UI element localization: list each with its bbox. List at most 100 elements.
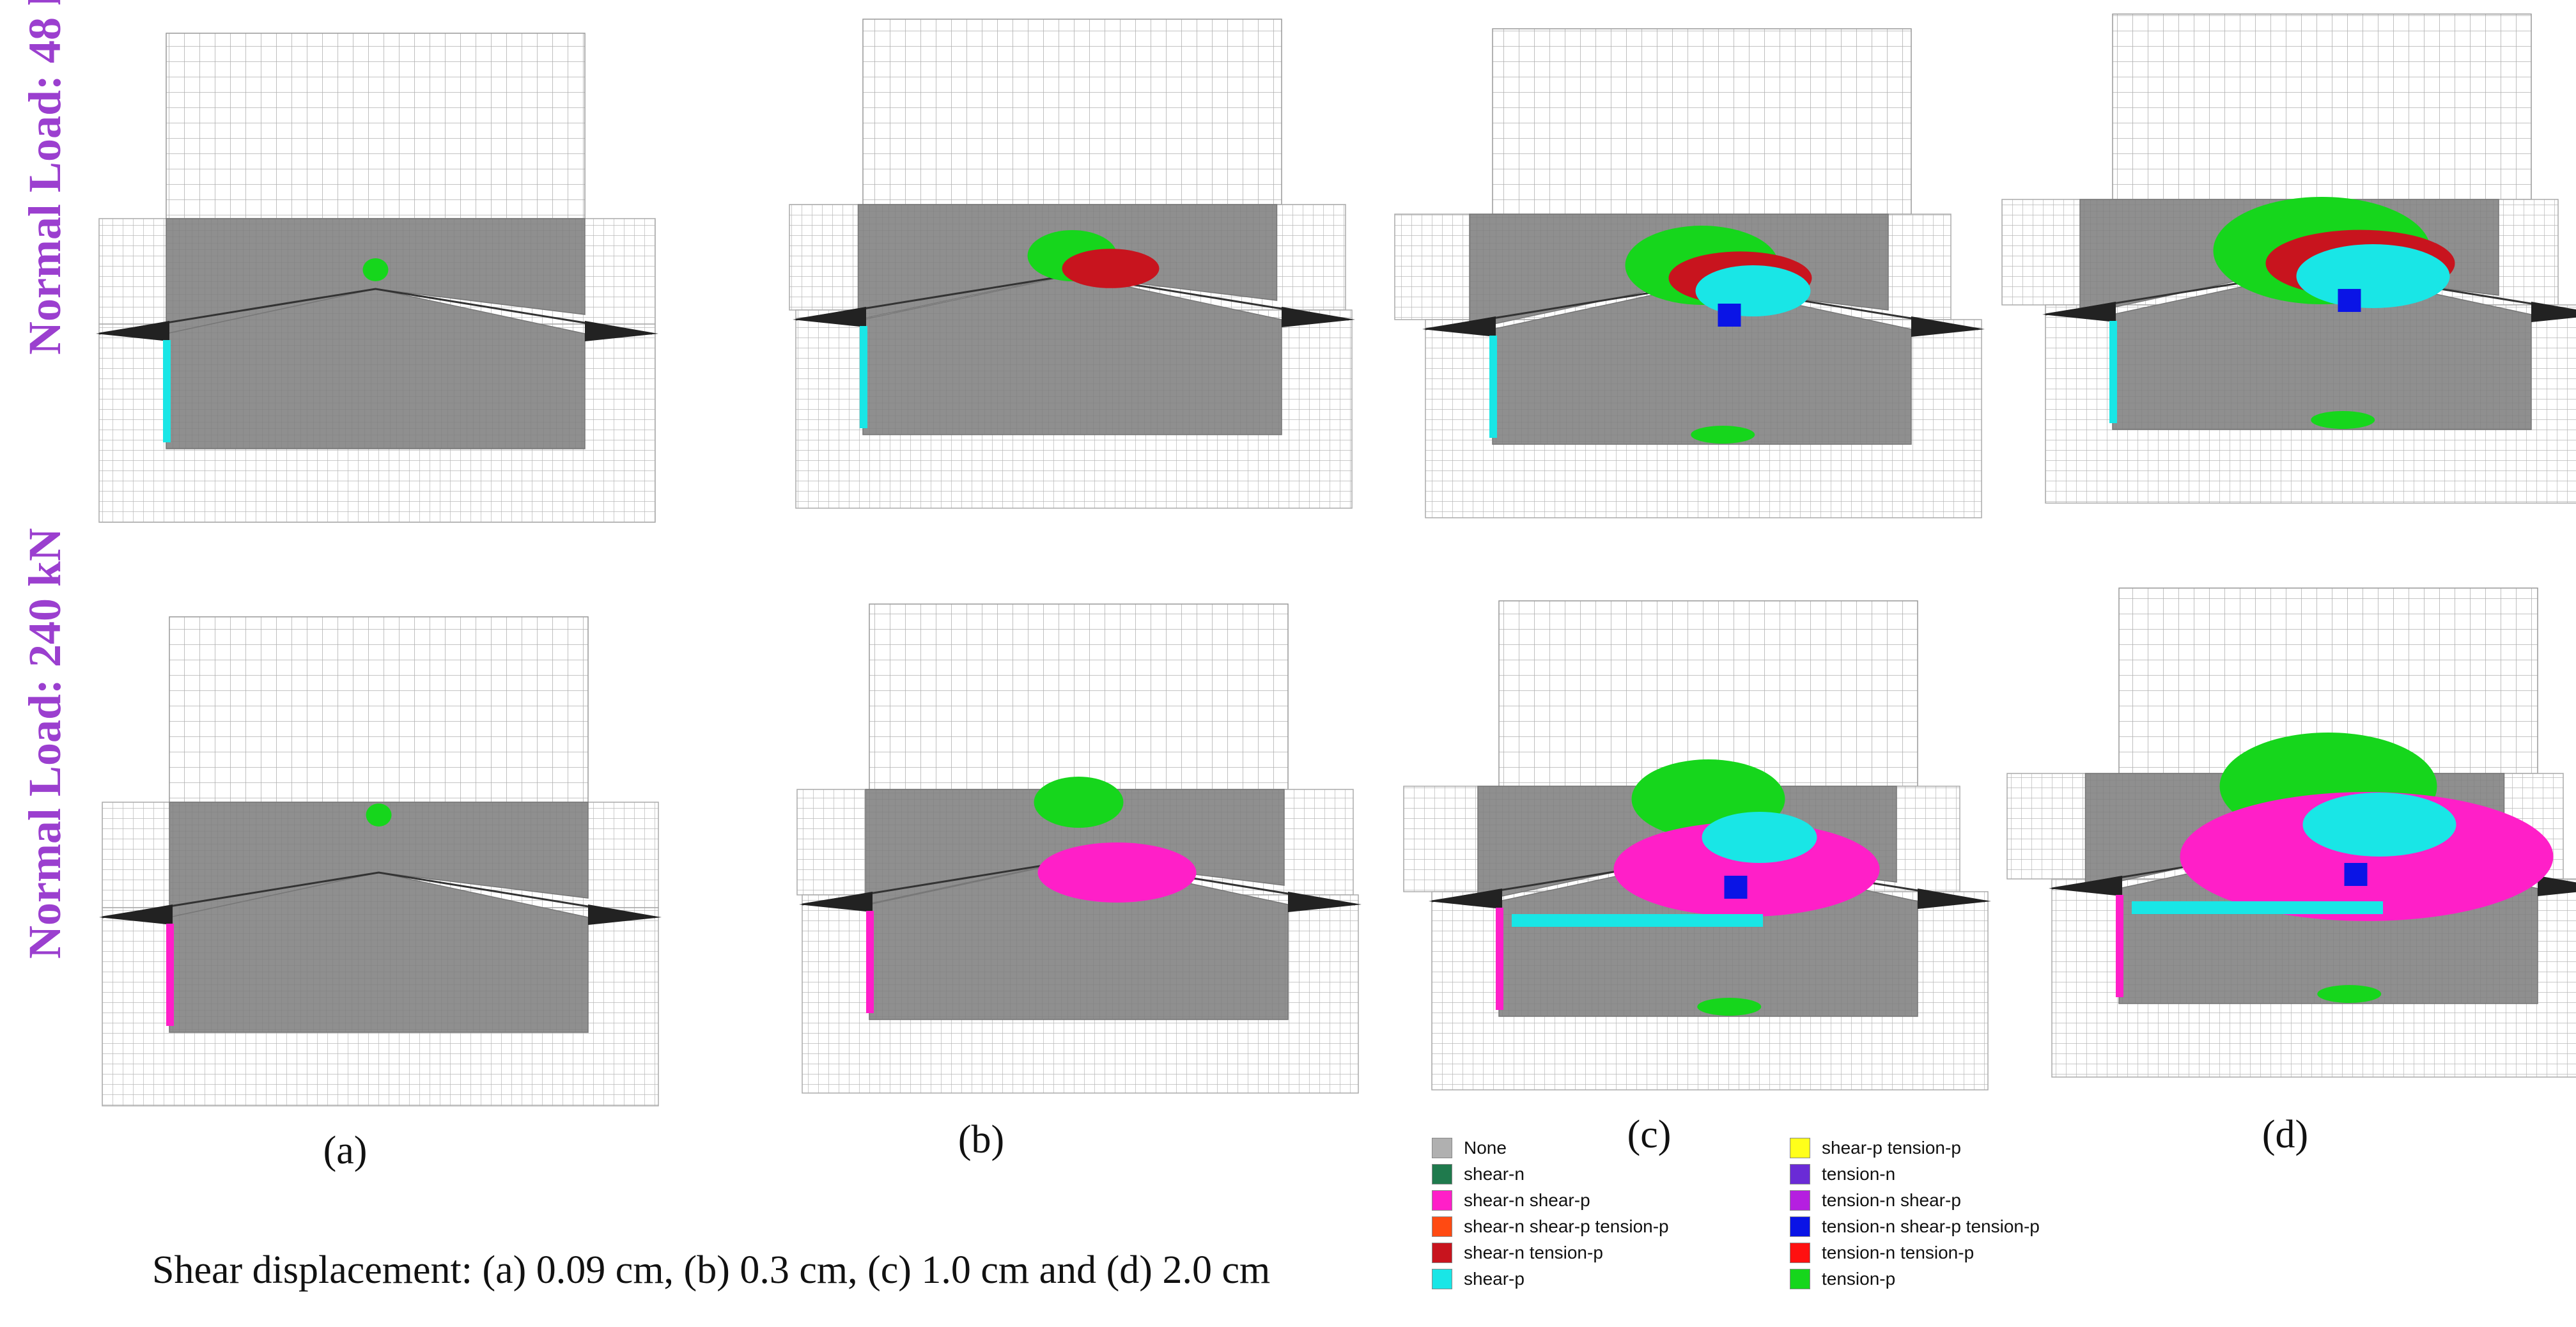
legend-label: None <box>1464 1137 1507 1158</box>
legend-label: tension-n shear-p <box>1822 1190 1961 1210</box>
legend-swatch <box>1790 1137 1810 1158</box>
caption: Shear displacement: (a) 0.09 cm, (b) 0.3… <box>152 1248 1271 1292</box>
legend-label: shear-n shear-p <box>1464 1190 1590 1210</box>
loading-plate-left <box>2042 302 2116 322</box>
panel-label-c: (c) <box>1627 1113 1672 1156</box>
joint-line <box>98 288 653 335</box>
loading-plate-right <box>2531 302 2576 322</box>
legend-item: shear-n <box>1432 1161 1669 1187</box>
legend-item: tension-n shear-p <box>1790 1187 2040 1213</box>
loading-plate-left <box>1422 316 1496 337</box>
loading-plate-left <box>793 307 866 327</box>
failure-zone-edge <box>860 326 867 428</box>
failure-zone-tension <box>1034 777 1124 828</box>
loading-plate-right <box>1911 316 1985 337</box>
legend-swatch <box>1790 1190 1810 1211</box>
legend-item: shear-n shear-p <box>1432 1187 1669 1213</box>
failure-zone-band <box>1512 914 1763 927</box>
failure-zone-edge <box>1489 336 1497 438</box>
legend-item: shear-p <box>1432 1266 1669 1292</box>
legend-swatch <box>1432 1242 1452 1263</box>
legend-item: shear-n shear-p tension-p <box>1432 1213 1669 1239</box>
legend-column-2: shear-p tension-p tension-n tension-n shea… <box>1790 1135 2040 1292</box>
legend-label: tension-n shear-p tension-p <box>1822 1216 2040 1236</box>
legend-label: tension-n <box>1822 1163 1896 1184</box>
loading-plate-left <box>799 892 873 912</box>
legend-swatch <box>1790 1163 1810 1184</box>
legend-swatch <box>1432 1137 1452 1158</box>
failure-zone-bottom <box>1691 426 1755 444</box>
legend-label: shear-n tension-p <box>1464 1242 1603 1262</box>
failure-zone-shear <box>1037 842 1197 903</box>
mesh-upper-block <box>169 616 589 803</box>
legend-label: shear-n <box>1464 1163 1525 1184</box>
mesh-upper-block <box>869 603 1289 790</box>
legend: None shear-n shear-n shear-p shear-n shear-… <box>1432 1135 2570 1320</box>
legend-label: shear-p tension-p <box>1822 1137 1961 1158</box>
row-label-48kn: Normal Load: 48 kN <box>19 0 70 355</box>
failure-zone-shear-p <box>1702 812 1817 863</box>
loading-plate-right <box>1288 892 1362 912</box>
legend-item: None <box>1432 1135 1669 1161</box>
failure-zone-shear-p <box>1695 265 1811 316</box>
loading-plate-right <box>2538 876 2576 896</box>
loading-plate-right <box>1282 307 1355 327</box>
legend-item: shear-p tension-p <box>1790 1135 2040 1161</box>
legend-label: tension-n tension-p <box>1822 1242 1975 1262</box>
panel-label-b: (b) <box>958 1118 1005 1161</box>
legend-swatch <box>1432 1268 1452 1289</box>
failure-zone-blue <box>1718 304 1741 327</box>
failure-zone-bottom <box>2311 411 2375 429</box>
failure-zone-band <box>2132 901 2383 914</box>
legend-item: tension-n shear-p tension-p <box>1790 1213 2040 1239</box>
row-label-240kn: Normal Load: 240 kN <box>19 527 70 959</box>
legend-swatch <box>1432 1163 1452 1184</box>
legend-swatch <box>1790 1216 1810 1237</box>
failure-zone-tension <box>362 258 389 281</box>
failure-zone-blue <box>2338 289 2361 312</box>
legend-swatch <box>1790 1268 1810 1289</box>
legend-item: shear-n tension-p <box>1432 1239 1669 1266</box>
legend-item: tension-p <box>1790 1266 2040 1292</box>
mesh-upper-block <box>862 19 1282 205</box>
legend-label: shear-p <box>1464 1268 1525 1289</box>
failure-zone-bottom <box>1697 998 1762 1016</box>
legend-swatch <box>1432 1216 1452 1237</box>
failure-zone-blue <box>2344 863 2368 886</box>
failure-zone-edge <box>1496 908 1503 1010</box>
mesh-upper-block <box>2112 13 2532 200</box>
failure-zone-edge <box>166 924 174 1026</box>
failure-zone-shear <box>2180 792 2554 921</box>
panel-label-d: (d) <box>2262 1113 2309 1156</box>
failure-zone-edge <box>163 340 171 442</box>
failure-zone-edge <box>2109 321 2117 423</box>
legend-item: tension-n <box>1790 1161 2040 1187</box>
legend-label: shear-n shear-p tension-p <box>1464 1216 1669 1236</box>
failure-zone-edge <box>866 911 874 1013</box>
legend-swatch <box>1432 1190 1452 1211</box>
failure-zone-bottom <box>2317 985 2382 1003</box>
loading-plate-left <box>99 904 173 925</box>
loading-plate-left <box>1429 889 1502 909</box>
joint-line <box>102 871 656 919</box>
legend-label: tension-p <box>1822 1268 1896 1289</box>
failure-zone-shear-p <box>2302 793 2456 857</box>
loading-plate-left <box>96 321 169 341</box>
failure-zone-blue <box>1724 876 1748 899</box>
loading-plate-right <box>1918 889 1991 909</box>
loading-plate-right <box>585 321 658 341</box>
panel-label-a: (a) <box>323 1129 368 1172</box>
legend-swatch <box>1790 1242 1810 1263</box>
legend-item: tension-n tension-p <box>1790 1239 2040 1266</box>
mesh-upper-block <box>1498 600 1918 787</box>
failure-zone-edge <box>2116 895 2123 997</box>
loading-plate-left <box>2049 876 2122 896</box>
mesh-upper-block <box>1492 28 1912 215</box>
mesh-upper-block <box>166 33 586 219</box>
loading-plate-right <box>588 904 662 925</box>
failure-zone-shear-p <box>2296 244 2450 308</box>
legend-column-1: None shear-n shear-n shear-p shear-n shear-… <box>1432 1135 1669 1292</box>
failure-zone-tension <box>366 803 392 826</box>
